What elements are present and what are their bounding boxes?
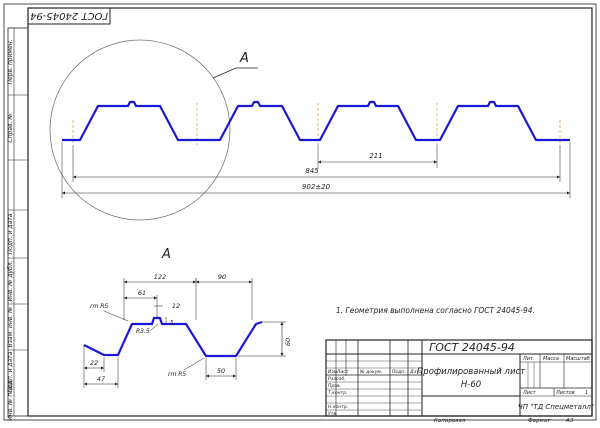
dim-pitch: 211 — [369, 152, 382, 160]
detail-view-a: А 122 61 12 5 90 rm R5 R3.5 rm R5 — [83, 247, 292, 388]
mass-header: Масса — [543, 356, 559, 362]
radius-top-label: rm R5 — [90, 303, 108, 310]
outer-border — [3, 3, 597, 421]
col-list: Лист — [336, 369, 349, 375]
dim-working-width: 845 — [305, 167, 319, 175]
dim-top-half: 61 — [138, 289, 146, 297]
axis-ticks — [72, 103, 561, 145]
dim-end-offset: 47 — [97, 375, 106, 383]
dim-end-width: 22 — [90, 359, 98, 367]
dim-top-flat: 122 — [154, 273, 166, 281]
title-block-text: ГОСТ 24045-94 Изм. Лист № докум. Подп. Д… — [328, 341, 594, 417]
stamp-label-6: Подп. и дата — [7, 351, 14, 392]
stamp-label-1: Перв. примен. — [7, 39, 14, 84]
row-tkontr: Т.контр. — [328, 390, 348, 396]
title-block — [325, 339, 593, 417]
col-sign: Подп. — [392, 369, 406, 375]
dim-bottom-flat: 90 — [218, 273, 226, 281]
dim-overall-width: 902±20 — [302, 183, 331, 191]
format-value: А3 — [565, 418, 574, 424]
col-doc-no: № докум. — [359, 369, 382, 375]
radius-mid-label: R3.5 — [136, 328, 150, 335]
stamp-label-2: Справ. № — [7, 113, 14, 142]
top-code-text: ГОСТ 24045-94 — [30, 10, 108, 21]
row-razrab: Разраб. — [328, 376, 346, 382]
scale-header: Масштаб — [566, 356, 590, 362]
stamp-label-7: Инв. № подл. — [7, 379, 14, 420]
row-utv: Утв. — [328, 411, 337, 417]
detail-label-a: А — [161, 247, 171, 262]
detail-circle — [49, 39, 231, 221]
row-nkontr: Н.контр. — [328, 404, 348, 410]
top-code-box: ГОСТ 24045-94 — [27, 7, 111, 25]
col-date: Дата — [409, 369, 422, 375]
sheet-label: Лист — [522, 390, 537, 396]
title-line-2: Н-60 — [461, 380, 481, 390]
main-profile-view: А 211 845 902±20 — [49, 39, 571, 221]
view-label-a: А — [239, 51, 249, 66]
detail-profile — [83, 316, 263, 358]
radius-bottom-label: rm R5 — [168, 371, 186, 378]
company-name: ЧП "ТД Спецметалл" — [518, 403, 594, 411]
stamp-label-5: Взам. инв. № — [7, 307, 14, 348]
col-izm: Изм. — [328, 369, 339, 375]
dim-bottom: 50 — [217, 367, 225, 375]
row-prov: Пров. — [328, 383, 341, 389]
format-label: Формат — [528, 418, 551, 424]
title-block-code: ГОСТ 24045-94 — [429, 341, 515, 354]
side-stamp: Перв. примен. Справ. № Подп. и дата Инв.… — [7, 27, 29, 421]
sheets-label: Листов — [555, 390, 575, 396]
dim-stiffener-width: 12 — [172, 302, 180, 310]
dim-height: 60 — [284, 338, 292, 346]
sheets-value: 1 — [585, 390, 588, 396]
stamp-label-4: Инв. № дубл. — [7, 260, 14, 301]
dim-stiffener-depth: 5 — [170, 320, 174, 326]
sheet-profile — [62, 100, 570, 142]
copied-label: Копировал — [434, 418, 466, 424]
title-line-1: Профилированный лист — [417, 367, 526, 377]
stamp-label-3: Подп. и дата — [7, 213, 14, 254]
geometry-note: 1. Геометрия выполнена согласно ГОСТ 240… — [336, 306, 535, 315]
lit-header: Лит. — [522, 356, 535, 362]
